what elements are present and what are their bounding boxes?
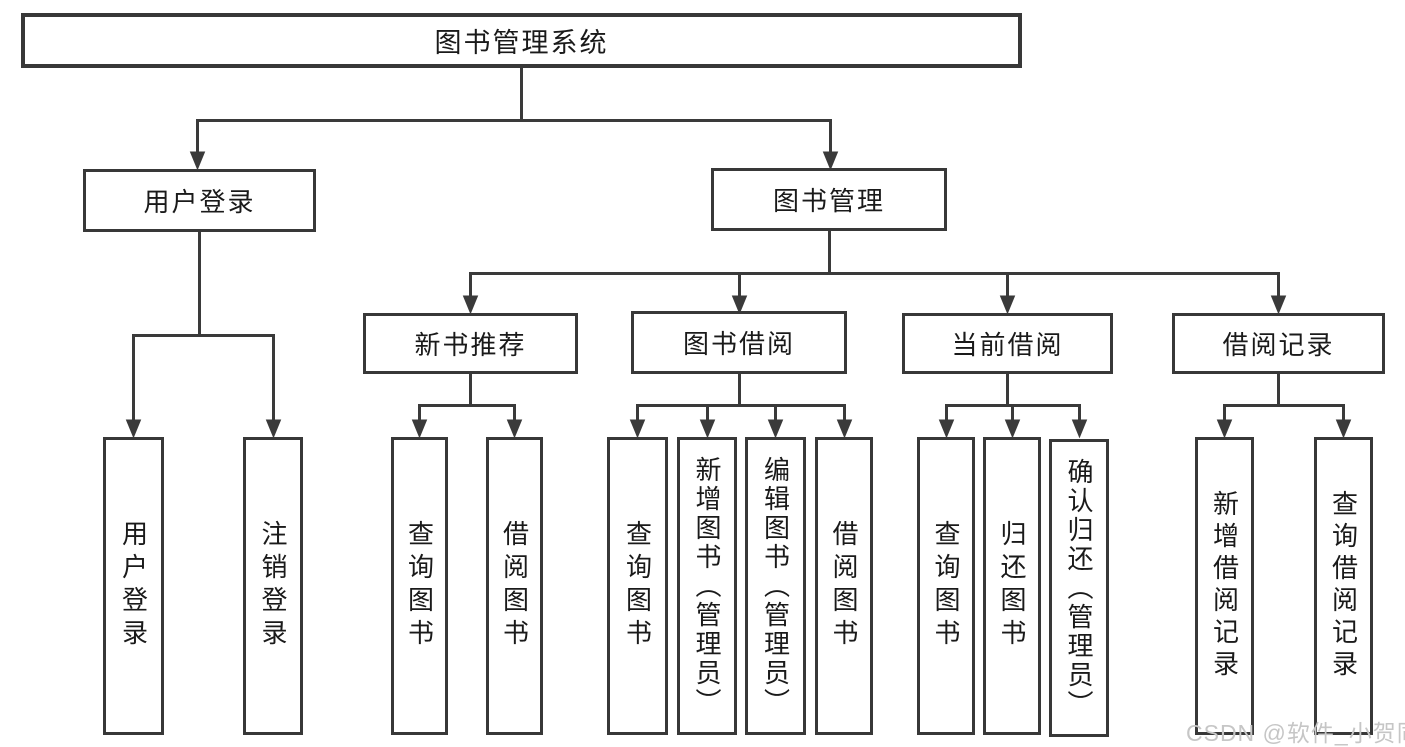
node-book-borrowing: 图书借阅 <box>631 311 847 374</box>
connector-recommend-to-leaves <box>411 374 523 439</box>
arrowhead-down-icon <box>938 419 955 439</box>
node-current-borrowing: 当前借阅 <box>902 313 1113 374</box>
arrowhead-down-icon <box>629 419 646 439</box>
arrowhead-down-icon <box>999 295 1016 315</box>
node-leaf-logout: 注销登录 <box>243 437 303 735</box>
node-label: 借阅图书 <box>499 520 530 652</box>
node-label: 查询图书 <box>931 520 961 652</box>
csdn-watermark: CSDN @软件_小贺同学 <box>1186 720 1405 746</box>
node-leaf-query-borrow-record: 查询借阅记录 <box>1314 437 1373 735</box>
arrowhead-down-icon <box>1004 419 1021 439</box>
node-leaf-confirm-return-admin: 确认归还（管理员） <box>1049 439 1109 737</box>
node-label: 借阅图书 <box>829 520 859 652</box>
node-label: 图书借阅 <box>682 329 795 359</box>
connector-line <box>418 374 516 421</box>
node-label: 编辑图书（管理员） <box>760 455 791 717</box>
node-label: 确认归还（管理员） <box>1064 457 1094 719</box>
arrowhead-down-icon <box>699 419 716 439</box>
node-label: 当前借阅 <box>951 330 1064 360</box>
node-leaf-query-books-recommend: 查询图书 <box>391 437 448 735</box>
arrowhead-down-icon <box>506 419 523 439</box>
arrowhead-down-icon <box>1071 419 1088 439</box>
node-label: 新书推荐 <box>414 330 527 360</box>
connector-borrow-to-leaves <box>629 374 853 439</box>
arrowhead-down-icon <box>1216 419 1233 439</box>
connector-management-to-modules <box>462 231 1287 315</box>
node-borrowing-records: 借阅记录 <box>1172 313 1385 374</box>
arrowhead-down-icon <box>822 151 839 171</box>
node-leaf-user-login: 用户登录 <box>103 437 164 735</box>
node-label: 归还图书 <box>997 520 1027 652</box>
node-leaf-borrow-books-recommend: 借阅图书 <box>486 437 543 735</box>
node-label: 查询图书 <box>622 520 653 652</box>
node-leaf-edit-book-admin: 编辑图书（管理员） <box>745 437 806 735</box>
node-label: 借阅记录 <box>1222 330 1335 360</box>
node-book-management: 图书管理 <box>711 168 947 231</box>
connector-line <box>469 231 1280 297</box>
arrowhead-down-icon <box>411 419 428 439</box>
node-leaf-add-borrow-record: 新增借阅记录 <box>1195 437 1254 735</box>
node-leaf-add-book-admin: 新增图书（管理员） <box>677 437 737 735</box>
arrowhead-down-icon <box>731 295 748 315</box>
connector-records-to-leaves <box>1216 374 1352 439</box>
arrowhead-down-icon <box>125 419 142 439</box>
node-label: 图书管理系统 <box>434 28 609 58</box>
connector-line <box>1223 374 1345 421</box>
connector-line <box>945 374 1081 421</box>
connector-login-to-leaves <box>125 232 282 439</box>
node-label: 图书管理 <box>772 186 885 216</box>
connector-line <box>196 68 832 153</box>
arrowhead-down-icon <box>462 295 479 315</box>
node-label: 新增借阅记录 <box>1209 490 1240 682</box>
connector-root-to-branches <box>189 68 839 171</box>
connector-current-to-leaves <box>938 374 1088 439</box>
arrowhead-down-icon <box>1270 295 1287 315</box>
node-library-management-system: 图书管理系统 <box>21 13 1022 68</box>
node-label: 注销登录 <box>258 520 288 652</box>
node-label: 新增图书（管理员） <box>692 455 722 717</box>
node-new-book-recommendation: 新书推荐 <box>363 313 578 374</box>
node-label: 查询借阅记录 <box>1328 490 1359 682</box>
arrowhead-down-icon <box>836 419 853 439</box>
node-leaf-borrow-books-borrow: 借阅图书 <box>815 437 873 735</box>
node-label: 用户登录 <box>143 187 256 217</box>
arrowhead-down-icon <box>265 419 282 439</box>
connector-line <box>132 232 275 421</box>
node-label: 用户登录 <box>118 520 149 652</box>
arrowhead-down-icon <box>767 419 784 439</box>
arrowhead-down-icon <box>1335 419 1352 439</box>
arrowhead-down-icon <box>189 151 206 171</box>
node-user-login-branch: 用户登录 <box>83 169 316 232</box>
node-leaf-return-books: 归还图书 <box>983 437 1041 735</box>
connector-line <box>636 374 846 421</box>
node-leaf-query-books-borrow: 查询图书 <box>607 437 668 735</box>
node-label: 查询图书 <box>404 520 435 652</box>
node-leaf-query-books-current: 查询图书 <box>917 437 975 735</box>
